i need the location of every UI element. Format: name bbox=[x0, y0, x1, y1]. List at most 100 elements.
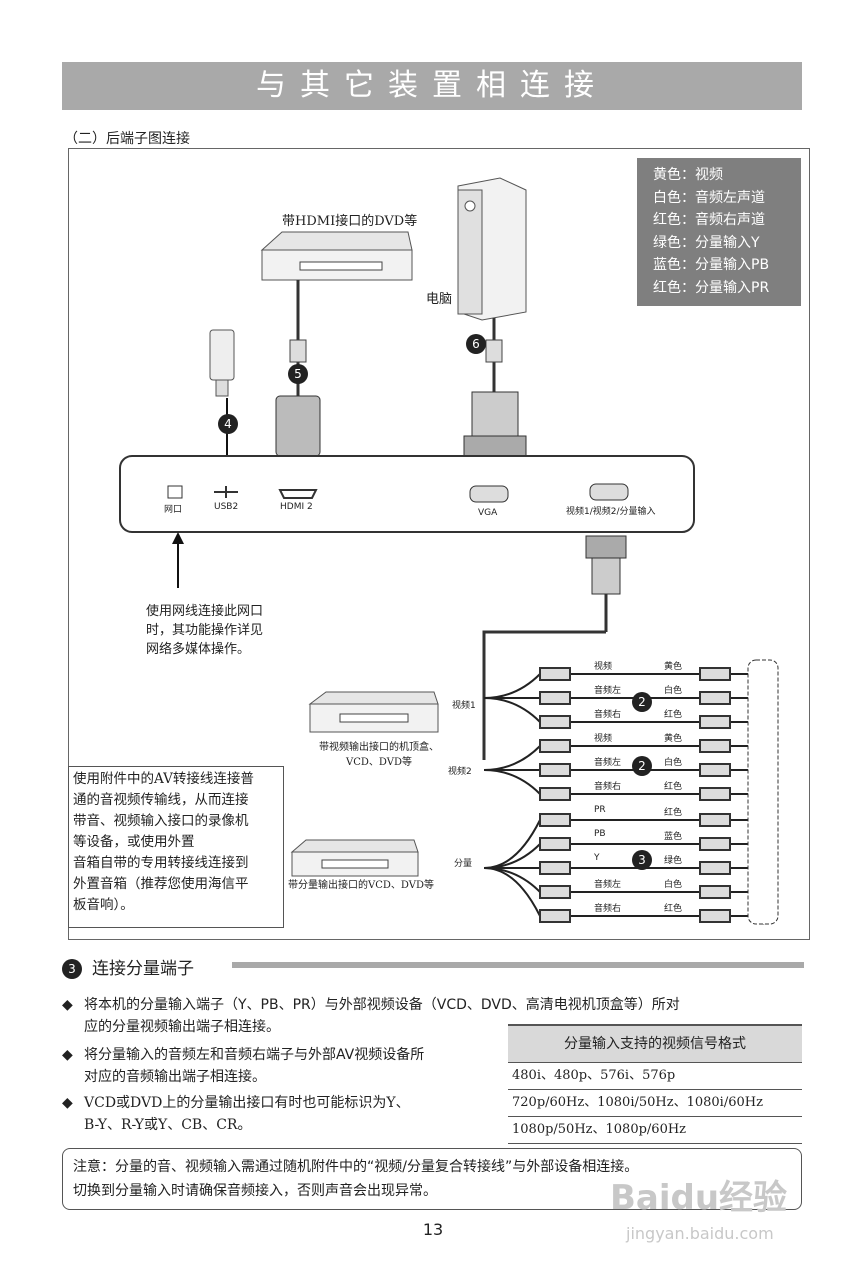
dvd-player-icon bbox=[260, 231, 413, 281]
cable-name: 音频左 bbox=[594, 880, 622, 890]
rca-plug bbox=[539, 739, 571, 753]
rca-plug bbox=[699, 739, 731, 753]
cable-color: 红色 bbox=[664, 782, 683, 792]
marker-6: 6 bbox=[466, 334, 486, 354]
rca-plug bbox=[539, 787, 571, 801]
marker-5: 5 bbox=[288, 364, 308, 384]
bullet-line: 将本机的分量输入端子（Y、PB、PR）与外部视频设备（VCD、DVD、高清电视机… bbox=[84, 997, 680, 1013]
note-line: 外置音箱（推荐您使用海信平 bbox=[73, 876, 249, 892]
rca-plug bbox=[699, 909, 731, 923]
bullet-line: B-Y、R-Y或Y、CB、CR。 bbox=[84, 1117, 252, 1133]
cable-color: 黄色 bbox=[664, 662, 683, 672]
cable-color: 白色 bbox=[664, 758, 683, 768]
cable-color: 绿色 bbox=[664, 856, 683, 866]
legend-item: 白色：音频左声道 bbox=[653, 189, 765, 206]
rca-plug bbox=[699, 837, 731, 851]
stb-label-line: VCD、DVD等 bbox=[346, 757, 412, 768]
av-port-icon bbox=[589, 483, 629, 501]
av-cables bbox=[483, 665, 771, 925]
rca-plug bbox=[699, 813, 731, 827]
bullet-line: VCD或DVD上的分量输出接口有时也可能标识为Y、 bbox=[84, 1095, 410, 1111]
cable-name: 音频右 bbox=[594, 904, 622, 914]
note-line: 板音响）。 bbox=[73, 897, 134, 913]
rca-plug bbox=[539, 715, 571, 729]
legend-item: 黄色：视频 bbox=[653, 167, 723, 183]
port-label-hdmi: HDMI 2 bbox=[280, 502, 313, 512]
note-line: 带音、视频输入接口的录像机 bbox=[73, 813, 249, 829]
cable-name: 音频左 bbox=[594, 758, 622, 768]
section-number: 3 bbox=[62, 959, 82, 979]
computer-icon bbox=[457, 177, 527, 321]
cable-name: 音频右 bbox=[594, 710, 622, 720]
table-header: 分量输入支持的视频信号格式 bbox=[508, 1026, 802, 1063]
note-line: 等设备，或使用外置 bbox=[73, 834, 195, 850]
section-subtitle: （二）后端子图连接 bbox=[64, 131, 190, 147]
cable-name: PR bbox=[594, 805, 606, 815]
rca-plug bbox=[539, 763, 571, 777]
group-label-component: 分量 bbox=[454, 859, 473, 869]
set-top-box-icon bbox=[308, 691, 439, 733]
legend-item: 红色：分量输入PR bbox=[653, 279, 770, 296]
section-divider bbox=[232, 962, 804, 968]
table-row: 720p/60Hz、1080i/50Hz、1080i/60Hz bbox=[508, 1090, 802, 1117]
cable-name: 视频 bbox=[594, 662, 613, 672]
dvd-label: 带HDMI接口的DVD等 bbox=[282, 214, 418, 229]
diamond-bullet-icon: ◆ bbox=[62, 1095, 73, 1111]
rca-plug bbox=[699, 715, 731, 729]
rca-plug bbox=[539, 909, 571, 923]
rca-plug bbox=[699, 667, 731, 681]
marker-2: 2 bbox=[632, 756, 652, 776]
bullet-line: 对应的音频输出端子相连接。 bbox=[84, 1069, 266, 1085]
notice-box: 注意：分量的音、视频输入需通过随机附件中的“视频/分量复合转接线”与外部设备相连… bbox=[62, 1148, 802, 1210]
marker-4: 4 bbox=[218, 414, 238, 434]
diamond-bullet-icon: ◆ bbox=[62, 1047, 73, 1063]
rca-plug bbox=[699, 763, 731, 777]
lan-port-icon bbox=[167, 485, 183, 499]
group-label-video2: 视频2 bbox=[448, 767, 472, 777]
rca-plug bbox=[539, 861, 571, 875]
rca-plug bbox=[699, 885, 731, 899]
cable-name: 音频右 bbox=[594, 782, 622, 792]
rca-plug bbox=[699, 787, 731, 801]
signal-format-table: 分量输入支持的视频信号格式 480i、480p、576i、576p 720p/6… bbox=[508, 1024, 802, 1144]
rca-plug bbox=[699, 691, 731, 705]
legend-item: 蓝色：分量输入PB bbox=[653, 257, 770, 273]
usb-stick-icon bbox=[209, 329, 235, 397]
notice-line: 切换到分量输入时请确保音频接入，否则声音会出现异常。 bbox=[73, 1183, 437, 1199]
cable-color: 黄色 bbox=[664, 734, 683, 744]
cable-name: PB bbox=[594, 829, 606, 839]
cable-color: 白色 bbox=[664, 686, 683, 696]
hdmi-port-icon bbox=[278, 489, 318, 499]
page-title: 与其它装置相连接 bbox=[62, 62, 802, 110]
bullet-line: 应的分量视频输出端子相连接。 bbox=[84, 1019, 280, 1035]
legend-item: 红色：音频右声道 bbox=[653, 212, 765, 228]
diagram-frame bbox=[68, 148, 810, 940]
marker-2: 2 bbox=[632, 692, 652, 712]
usb-port-icon bbox=[214, 486, 238, 498]
lan-note-line: 时，其功能操作详见 bbox=[146, 623, 264, 638]
port-label-lan: 网口 bbox=[164, 505, 183, 515]
legend-item: 绿色：分量输入Y bbox=[653, 234, 760, 251]
lan-note: 使用网线连接此网口 时，其功能操作详见 网络多媒体操作。 bbox=[146, 602, 263, 659]
note-line: 音箱自带的专用转接线连接到 bbox=[73, 855, 249, 871]
cable-color: 白色 bbox=[664, 880, 683, 890]
group-label-video1: 视频1 bbox=[452, 701, 476, 711]
note-line: 通的音视频传输线，从而连接 bbox=[73, 792, 249, 808]
note-line: 使用附件中的AV转接线连接普 bbox=[73, 771, 254, 787]
lan-note-line: 使用网线连接此网口 bbox=[146, 604, 264, 619]
notice-line: 注意：分量的音、视频输入需通过随机附件中的“视频/分量复合转接线”与外部设备相连… bbox=[73, 1159, 639, 1175]
page-number: 13 bbox=[422, 1220, 444, 1239]
table-row: 1080p/50Hz、1080p/60Hz bbox=[508, 1117, 802, 1144]
watermark-url: jingyan.baidu.com bbox=[626, 1224, 774, 1243]
watermark-logo: Baidu经验 bbox=[610, 1178, 788, 1218]
cable-color: 红色 bbox=[664, 808, 683, 818]
cable-color: 红色 bbox=[664, 710, 683, 720]
marker-3: 3 bbox=[632, 850, 652, 870]
lan-note-line: 网络多媒体操作。 bbox=[146, 642, 251, 657]
port-label-vga: VGA bbox=[478, 508, 498, 518]
rca-plug bbox=[539, 667, 571, 681]
pc-label: 电脑 bbox=[426, 292, 453, 307]
cable-name: Y bbox=[594, 853, 600, 863]
rca-plug bbox=[539, 813, 571, 827]
